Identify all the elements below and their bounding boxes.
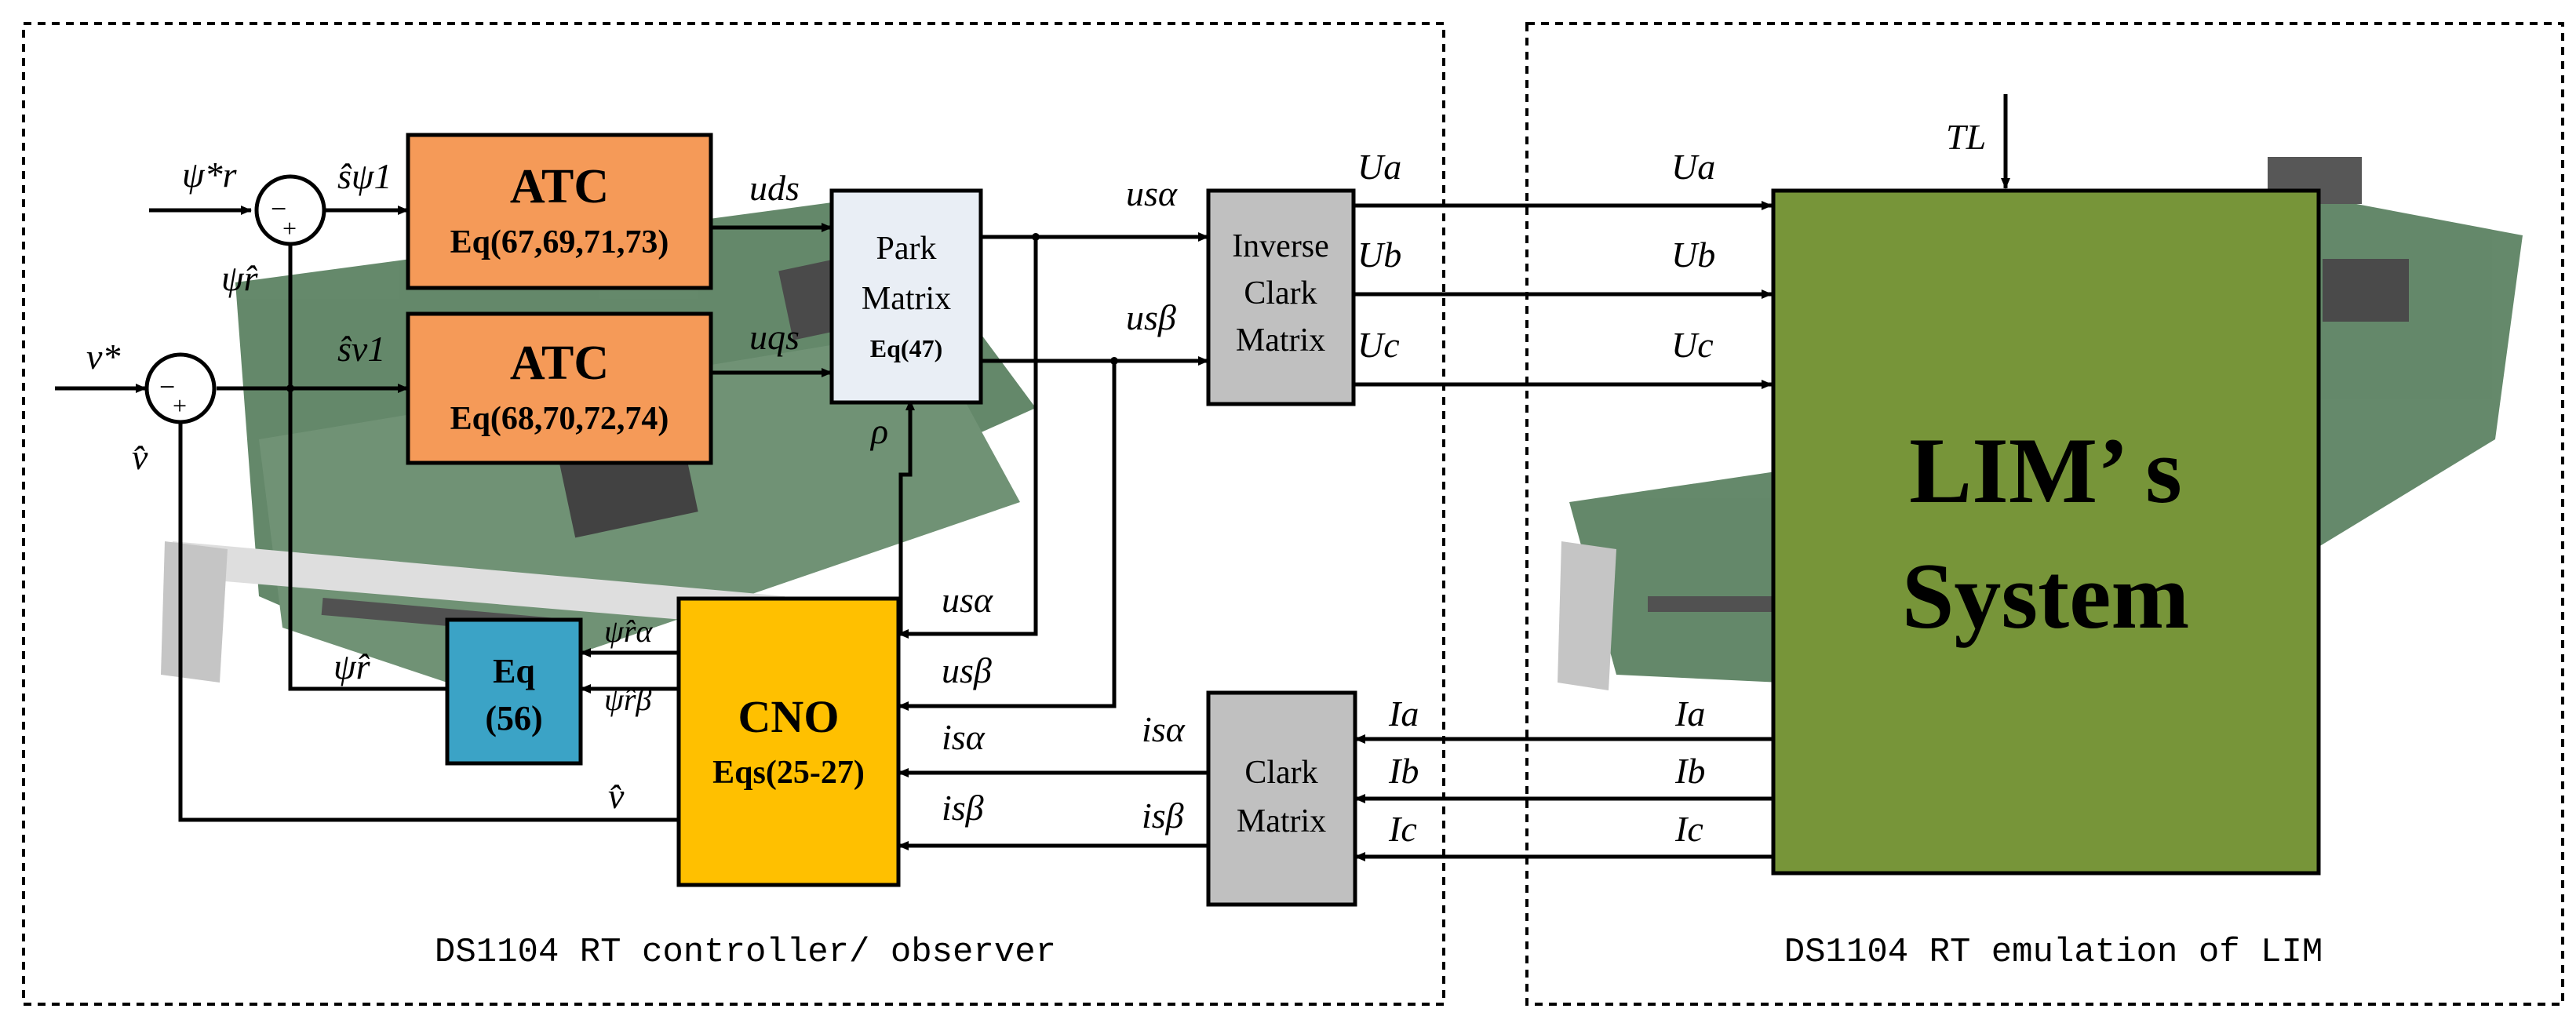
svg-text:Inverse: Inverse (1232, 228, 1329, 264)
u-salpha-cno-label: usα (942, 580, 993, 620)
svg-text:Matrix: Matrix (862, 281, 951, 317)
u-sbeta-label: usβ (1126, 297, 1176, 337)
controller-caption: DS1104 RT controller/ observer (435, 933, 1056, 972)
s-v1-label: ŝv1 (337, 329, 385, 369)
cno-observer-block: CNO Eqs(25-27) (676, 596, 901, 887)
u-ds-label: uds (749, 168, 800, 208)
psi-ralpha-label: ψ̂rα (604, 613, 653, 649)
svg-text:System: System (1902, 544, 2190, 648)
svg-text:Eq: Eq (493, 652, 535, 690)
svg-text:ATC: ATC (510, 160, 609, 213)
Uc-in-label: Uc (1671, 325, 1714, 365)
atc-block-flux: ATC Eq(67,69,71,73) (406, 133, 713, 290)
Ia-out-label: Ia (1388, 694, 1419, 734)
svg-text:Matrix: Matrix (1236, 322, 1325, 359)
psi-hat-eq56-label: ψ̂r (333, 646, 371, 686)
summing-junction-speed: − + (144, 352, 217, 424)
emulation-region-border (1525, 22, 2564, 1006)
svg-text:CNO: CNO (738, 691, 840, 742)
v-hat-label: v̂ (132, 437, 148, 477)
Ib-in-label: Ib (1674, 751, 1705, 791)
lim-system-block: LIM’ s System (1771, 188, 2321, 876)
v-hat-cno-label: v̂ (608, 776, 625, 816)
dspace-board-image-right (1558, 157, 2523, 690)
u-sbeta-cno-label: usβ (942, 650, 992, 690)
rho-label: ρ (869, 411, 888, 451)
psi-hat-label: ψ̂r (221, 258, 259, 298)
atc-block-speed: ATC Eq(68,70,72,74) (406, 311, 713, 465)
svg-text:Matrix: Matrix (1237, 803, 1326, 839)
emulation-caption: DS1104 RT emulation of LIM (1784, 933, 2323, 972)
junction-dots (286, 233, 1118, 392)
s-psi1-label: ŝψ1 (337, 156, 392, 196)
Ib-out-label: Ib (1388, 751, 1419, 791)
svg-text:LIM’ s: LIM’ s (1909, 418, 2182, 522)
svg-text:+: + (282, 214, 297, 242)
svg-text:(56): (56) (485, 699, 542, 737)
Ua-out-label: Ua (1357, 147, 1401, 187)
svg-text:−: − (159, 371, 175, 402)
psi-ref-label: ψ*r (182, 155, 238, 195)
u-salpha-label: usα (1126, 173, 1178, 213)
eq56-block: Eq (56) (445, 617, 583, 766)
signal-labels: ψ*r ψ̂r ŝψ1 v* v̂ ŝv1 uds uqs ρ usα usβ … (86, 117, 1986, 849)
svg-text:Clark: Clark (1244, 755, 1317, 791)
summing-junction-flux: − + (254, 174, 326, 246)
TL-label: TL (1946, 117, 1986, 157)
svg-text:ATC: ATC (510, 337, 609, 390)
i-sbeta-cno-label: isβ (942, 788, 984, 828)
Ub-in-label: Ub (1671, 235, 1715, 275)
svg-text:Eqs(25-27): Eqs(25-27) (712, 755, 865, 791)
Ua-in-label: Ua (1671, 147, 1715, 187)
i-salpha-cno-label: isα (942, 717, 986, 757)
Ia-in-label: Ia (1674, 694, 1705, 734)
Ic-in-label: Ic (1674, 809, 1703, 849)
svg-text:+: + (173, 391, 187, 420)
i-salpha-clark-label: isα (1142, 709, 1186, 749)
svg-text:Clark: Clark (1244, 275, 1317, 311)
Uc-out-label: Uc (1357, 325, 1400, 365)
Ic-out-label: Ic (1388, 809, 1417, 849)
svg-text:−: − (271, 193, 286, 224)
clark-matrix-block: Clark Matrix (1206, 690, 1357, 907)
v-ref-label: v* (86, 337, 120, 377)
svg-text:Eq(47): Eq(47) (870, 334, 942, 362)
inverse-clark-matrix-block: Inverse Clark Matrix (1206, 188, 1356, 406)
svg-text:Eq(67,69,71,73): Eq(67,69,71,73) (450, 224, 669, 260)
u-qs-label: uqs (749, 317, 800, 357)
Ub-out-label: Ub (1357, 235, 1401, 275)
controller-region-border (22, 22, 1445, 1006)
psi-rbeta-label: ψ̂rβ (604, 682, 651, 717)
svg-text:Park: Park (876, 231, 937, 267)
svg-text:Eq(68,70,72,74): Eq(68,70,72,74) (450, 401, 669, 437)
park-matrix-block: Park Matrix Eq(47) (829, 188, 983, 405)
i-sbeta-clark-label: isβ (1142, 796, 1184, 836)
